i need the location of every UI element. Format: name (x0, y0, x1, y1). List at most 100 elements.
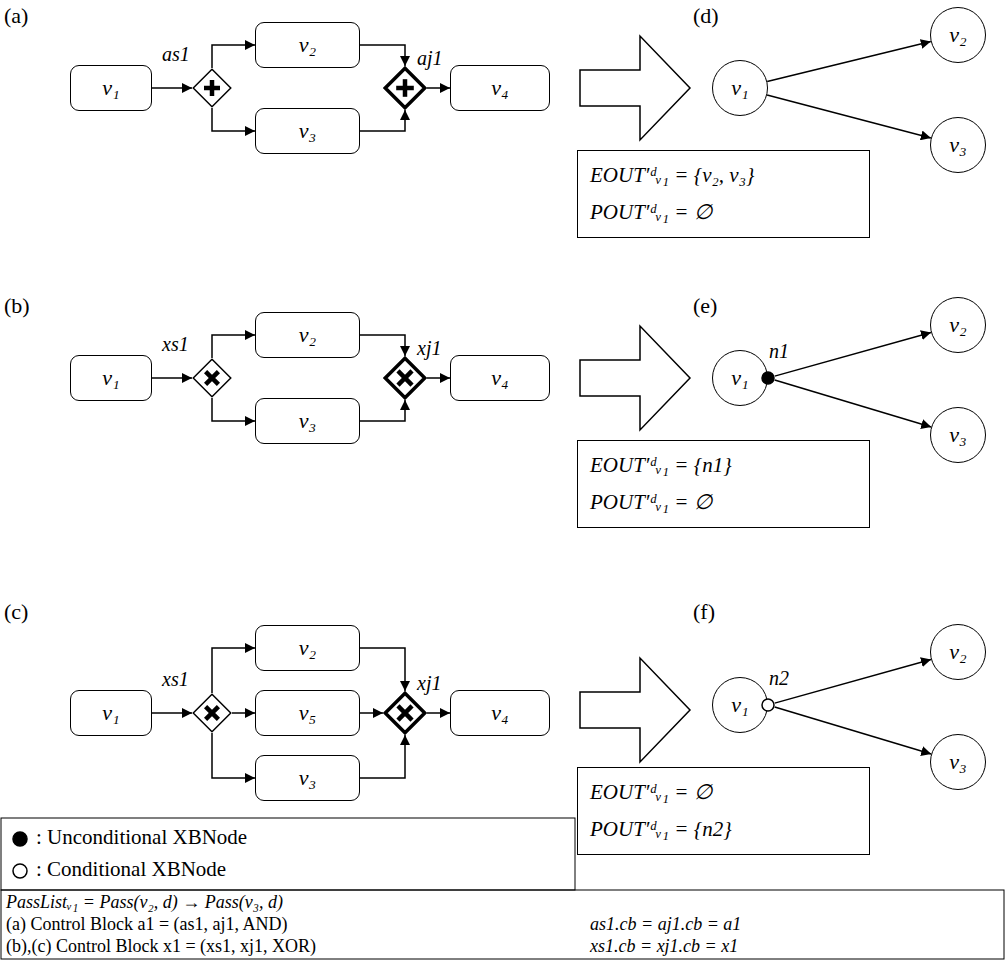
connector-arrow (360, 712, 383, 714)
activity-box: v₄ (450, 355, 550, 401)
gateway-diamond (383, 66, 427, 110)
connector-arrow (360, 735, 405, 778)
set-text: EOUT′ᵈᵥ₁ = {v₂, v₃} (590, 164, 754, 187)
connector-arrow (232, 712, 255, 714)
gateway-diamond (383, 691, 427, 735)
set-text: EOUT′ᵈᵥ₁ = ∅ (590, 781, 712, 804)
graph-node: v₂ (930, 7, 986, 63)
node-text: v₃ (299, 409, 316, 433)
connector-arrow (427, 712, 450, 714)
connector-arrow (212, 733, 255, 778)
panel-label: (c) (4, 600, 28, 624)
legend-sample (10, 861, 30, 881)
graph-node: v₁ (712, 677, 768, 733)
activity-box: v₅ (255, 690, 360, 736)
set-text: EOUT′ᵈᵥ₁ = {n1} (590, 454, 732, 477)
connector-arrow (360, 110, 405, 131)
node-text: v₁ (731, 693, 748, 717)
graph-node: v₃ (930, 734, 986, 790)
activity-box: v₄ (450, 65, 550, 111)
set-text: POUT′ᵈᵥ₁ = ∅ (590, 491, 712, 514)
connector-arrow (212, 335, 255, 358)
node-text: v₁ (102, 701, 119, 725)
set-text: POUT′ᵈᵥ₁ = ∅ (590, 201, 712, 224)
node-text: v₂ (949, 23, 966, 47)
connector-arrow (775, 660, 931, 704)
activity-box: v₁ (70, 65, 152, 111)
node-text: v₅ (299, 701, 316, 725)
graph-node: v₂ (930, 297, 986, 353)
note-text: (a) Control Block a1 = (as1, aj1, AND) (6, 915, 288, 935)
connector-arrow (360, 335, 405, 356)
node-label: xs1 (162, 669, 189, 689)
node-text: v₃ (949, 423, 966, 447)
node-text: v₄ (491, 76, 508, 100)
node-label: aj1 (417, 48, 443, 68)
connector-arrow (360, 45, 405, 66)
gateway-diamond (192, 358, 232, 398)
node-text: v₃ (299, 119, 316, 143)
legend-text: : Unconditional XBNode (36, 826, 247, 849)
gateway: xs1 (192, 693, 232, 733)
connector-arrow (767, 42, 931, 82)
xbnode-dot: n2 (761, 698, 775, 712)
connector-arrow (152, 377, 192, 379)
gateway-diamond (383, 356, 427, 400)
connector-arrow (775, 380, 932, 427)
connector-arrow (427, 377, 450, 379)
connector-arrow (360, 648, 405, 691)
node-text: v₄ (491, 701, 508, 725)
node-label: xj1 (417, 338, 441, 358)
node-label: xj1 (417, 673, 441, 693)
activity-box: v₄ (450, 690, 550, 736)
set-box: EOUT′ᵈᵥ₁ = {n1} POUT′ᵈᵥ₁ = ∅ (577, 440, 870, 528)
gateway: as1 (192, 68, 232, 108)
graph-node: v₁ (712, 60, 768, 116)
activity-box: v₁ (70, 355, 152, 401)
panel-label: (f) (693, 600, 715, 624)
node-label: n2 (769, 668, 789, 688)
gateway: xs1 (192, 358, 232, 398)
note-text: as1.cb = aj1.cb = a1 (590, 915, 741, 935)
activity-box: v₂ (255, 312, 360, 358)
gateway-diamond (192, 693, 232, 733)
node-text: v₄ (491, 366, 508, 390)
node-text: v₂ (949, 313, 966, 337)
activity-box: v₃ (255, 398, 360, 444)
node-text: v₂ (299, 636, 316, 660)
activity-box: v₁ (70, 690, 152, 736)
node-text: v₃ (949, 133, 966, 157)
node-text: v₁ (102, 366, 119, 390)
note-frame (1, 890, 1004, 959)
connector-arrow (767, 95, 931, 138)
node-text: v₃ (949, 750, 966, 774)
node-text: v₂ (299, 323, 316, 347)
set-text: POUT′ᵈᵥ₁ = {n2} (590, 818, 732, 841)
connector-arrow (360, 400, 405, 421)
note-text: (b),(c) Control Block x1 = (xs1, xj1, XO… (6, 937, 316, 957)
hollow-arrow (580, 36, 690, 140)
panel-label: (b) (4, 294, 30, 318)
gateway-diamond (192, 68, 232, 108)
gateway: xj1 (383, 356, 427, 400)
node-text: v₁ (731, 76, 748, 100)
node-label: xs1 (162, 334, 189, 354)
connector-arrow (152, 87, 192, 89)
xbnode-dot (761, 371, 775, 385)
connector-arrow (775, 333, 931, 377)
activity-box: v₃ (255, 108, 360, 154)
xbnode-dot: n1 (761, 371, 775, 385)
activity-box: v₃ (255, 755, 360, 801)
note-text: xs1.cb = xj1.cb = x1 (590, 937, 738, 957)
graph-node: v₂ (930, 624, 986, 680)
panel-label: (e) (693, 294, 717, 318)
connector-arrow (152, 712, 192, 714)
legend-frame (1, 818, 575, 890)
xbnode-dot (761, 698, 775, 712)
connector-arrow (212, 108, 255, 131)
legend-sample (10, 829, 30, 849)
node-text: v₁ (102, 76, 119, 100)
node-text: v₂ (299, 33, 316, 57)
activity-box: v₂ (255, 22, 360, 68)
